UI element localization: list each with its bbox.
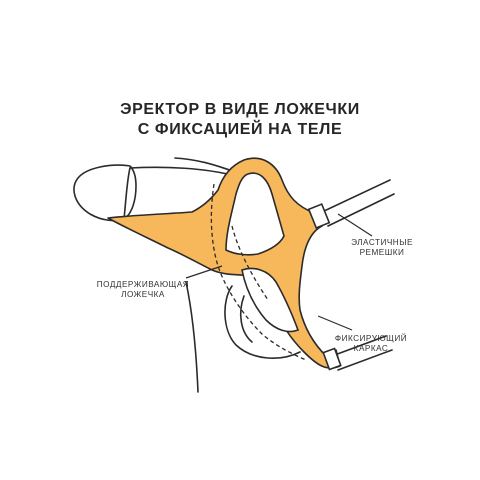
erector-device — [107, 157, 341, 369]
glans-ridge — [123, 167, 131, 220]
support-spoon — [107, 157, 341, 369]
shaft-top — [129, 166, 237, 177]
strap-buckle-upper — [307, 203, 331, 229]
scrotum-inner — [239, 295, 253, 343]
scrotum-outline — [224, 285, 301, 359]
leader-frame — [317, 315, 353, 331]
elastic-strap-upper — [321, 179, 395, 227]
loop-opening — [225, 172, 285, 256]
leader-straps — [337, 213, 373, 237]
diagram-title-line-1: ЭРЕКТОР В ВИДЕ ЛОЖЕЧКИ — [120, 101, 360, 118]
strap-buckle-lower — [322, 347, 342, 371]
frame-stitching — [210, 183, 307, 361]
lower-loop-opening — [241, 267, 300, 333]
elastic-strap-lower — [331, 335, 393, 371]
leader-spoon — [185, 265, 223, 279]
frame-stitching-2 — [231, 225, 269, 301]
diagram-title-line-2: С ФИКСАЦИЕЙ НА ТЕЛЕ — [137, 121, 343, 138]
thigh-line — [185, 281, 199, 393]
glans-outline — [73, 164, 137, 222]
